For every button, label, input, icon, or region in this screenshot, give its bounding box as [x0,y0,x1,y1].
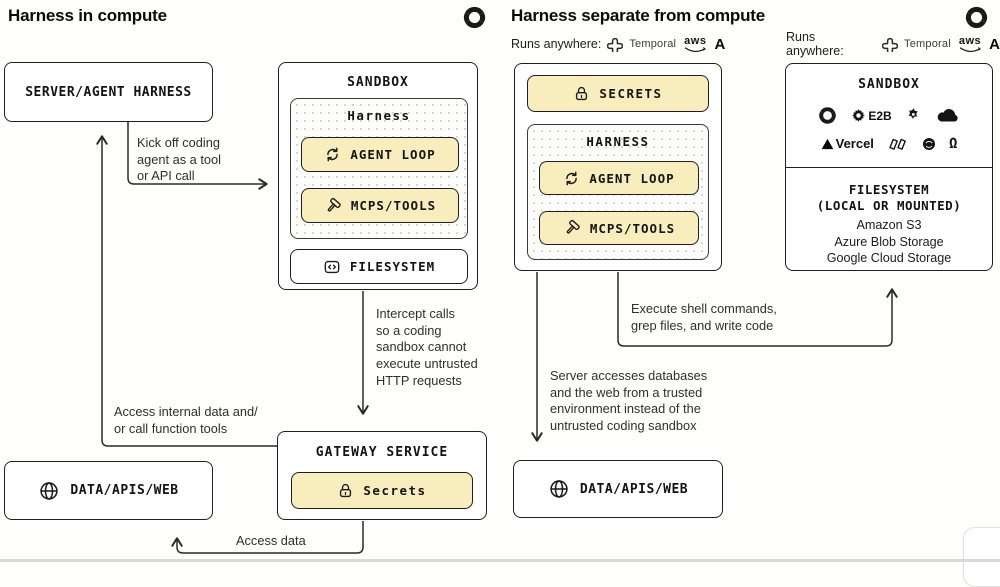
data-apis-web-label-left: DATA/APIS/WEB [70,483,179,498]
storage-list: Amazon S3 Azure Blob Storage Google Clou… [786,217,992,267]
globe-icon [40,481,59,500]
harness-dotted-region-right: HARNESS AGENT LOOP MCPS/TOOLS [527,124,709,260]
server-access-label: Server accesses databases and the web fr… [550,368,708,433]
data-apis-web-box-left: DATA/APIS/WEB [4,461,213,520]
mcps-tools-label: MCPS/TOOLS [350,198,437,213]
openai-logo-icon [461,4,488,31]
refresh-loop-icon [566,171,578,185]
access-data-label: Access data [236,533,306,548]
sandbox-title-left: SANDBOX [347,75,409,90]
temporal-label: Temporal [629,38,677,50]
temporal-label: Temporal [904,38,951,50]
filesystem-box-left: FILESYSTEM [290,249,468,284]
mcps-tools-label: MCPS/TOOLS [589,220,676,236]
temporal-icon [882,37,899,52]
aws-logo-icon: aws [958,34,982,53]
e2b-logo-icon: E2B [851,108,892,123]
corner-overlay-card [963,527,1000,587]
globe-icon [550,480,568,498]
secrets-label-right: SECRETS [599,86,663,101]
lock-icon [576,86,588,101]
bottom-edge-bar [0,559,1000,562]
data-apis-web-box-right: DATA/APIS/WEB [513,460,723,518]
openai-logo-icon [817,105,838,126]
aws-smile-icon [959,46,981,52]
aws-text: aws [958,34,982,47]
left-panel-title: Harness in compute [8,6,167,25]
runs-anywhere-row: Runs anywhere: Temporal aws A [511,34,725,54]
anthropic-logo-icon: A [714,35,726,53]
gear-icon [852,109,866,122]
gateway-service-box: GATEWAY SERVICE Secrets [277,431,487,520]
harness-label-right: HARNESS [586,134,650,149]
e2b-text: E2B [868,108,892,123]
storage-item: Amazon S3 [856,218,922,232]
sandbox-divider [786,167,992,168]
sandbox-logo-row-1: E2B [786,105,992,126]
triangle-icon [821,138,833,149]
agent-loop-button-right: AGENT LOOP [539,161,699,195]
refresh-loop-icon [327,147,339,162]
kick-off-label: Kick off coding agent as a tool or API c… [137,135,221,184]
aws-logo-icon: aws [684,34,707,53]
server-box-right: SECRETS HARNESS AGENT LOOP MCPS/TOOLS [514,63,722,271]
spark-gear-logo-icon [908,108,918,120]
intercept-label: Intercept calls so a coding sandbox cann… [376,306,478,388]
secrets-button-right: SECRETS [527,75,709,112]
hammer-icon [566,219,580,234]
mcps-tools-button-left: MCPS/TOOLS [301,188,459,223]
agent-loop-button-left: AGENT LOOP [301,137,459,172]
cloudflare-logo-icon [937,108,958,122]
access-internal-label: Access internal data and/ or call functi… [114,404,258,436]
agent-loop-label: AGENT LOOP [350,147,436,162]
storage-item: Google Cloud Storage [826,251,952,266]
aws-text: aws [684,34,707,47]
storage-item: Azure Blob Storage [834,234,944,249]
runs-anywhere-label: Runs anywhere: [511,37,602,51]
sandbox-box-right: SANDBOX E2B Vercel [785,63,993,271]
execute-shell-label: Execute shell commands, grep files, and … [631,301,777,333]
server-agent-harness-box: SERVER/AGENT HARNESS [4,62,213,122]
secrets-label-gateway: Secrets [363,483,427,498]
code-file-icon [324,260,340,273]
lock-icon [340,483,352,498]
sandbox-box-left: SANDBOX Harness AGENT LOOP MCPS/TOOLS FI… [278,62,478,290]
modal-logo-icon [889,138,906,150]
hammer-icon [327,197,341,212]
omega-logo-icon: Ω [948,135,958,152]
sandbox-title-right: SANDBOX [858,77,920,92]
server-agent-harness-label: SERVER/AGENT HARNESS [25,84,192,100]
data-apis-web-label-right: DATA/APIS/WEB [579,481,689,497]
filesystem-label-left: FILESYSTEM [349,259,436,274]
secrets-button-gateway: Secrets [291,472,473,509]
vercel-text: Vercel [835,136,874,151]
right-panel-title: Harness separate from compute [511,6,766,25]
runs-anywhere-label: Runs anywhere: [786,30,844,58]
runs-anywhere-row: Runs anywhere: Temporal aws A [786,30,1000,58]
openai-logo-icon [963,4,990,31]
harness-dotted-region-left: Harness AGENT LOOP MCPS/TOOLS [290,98,468,239]
dark-circle-logo-icon [922,137,935,150]
gateway-service-title: GATEWAY SERVICE [315,445,449,460]
sandbox-logo-row-2: Vercel Ω [786,135,992,152]
vercel-logo-icon: Vercel [821,136,874,151]
agent-loop-label: AGENT LOOP [589,170,675,186]
anthropic-logo-icon: A [989,35,1000,53]
filesystem-title-right: FILESYSTEM (LOCAL OR MOUNTED) [816,182,962,214]
harness-label-left: Harness [347,108,411,123]
temporal-icon [607,37,624,52]
mcps-tools-button-right: MCPS/TOOLS [539,211,699,245]
aws-smile-icon [685,46,706,52]
